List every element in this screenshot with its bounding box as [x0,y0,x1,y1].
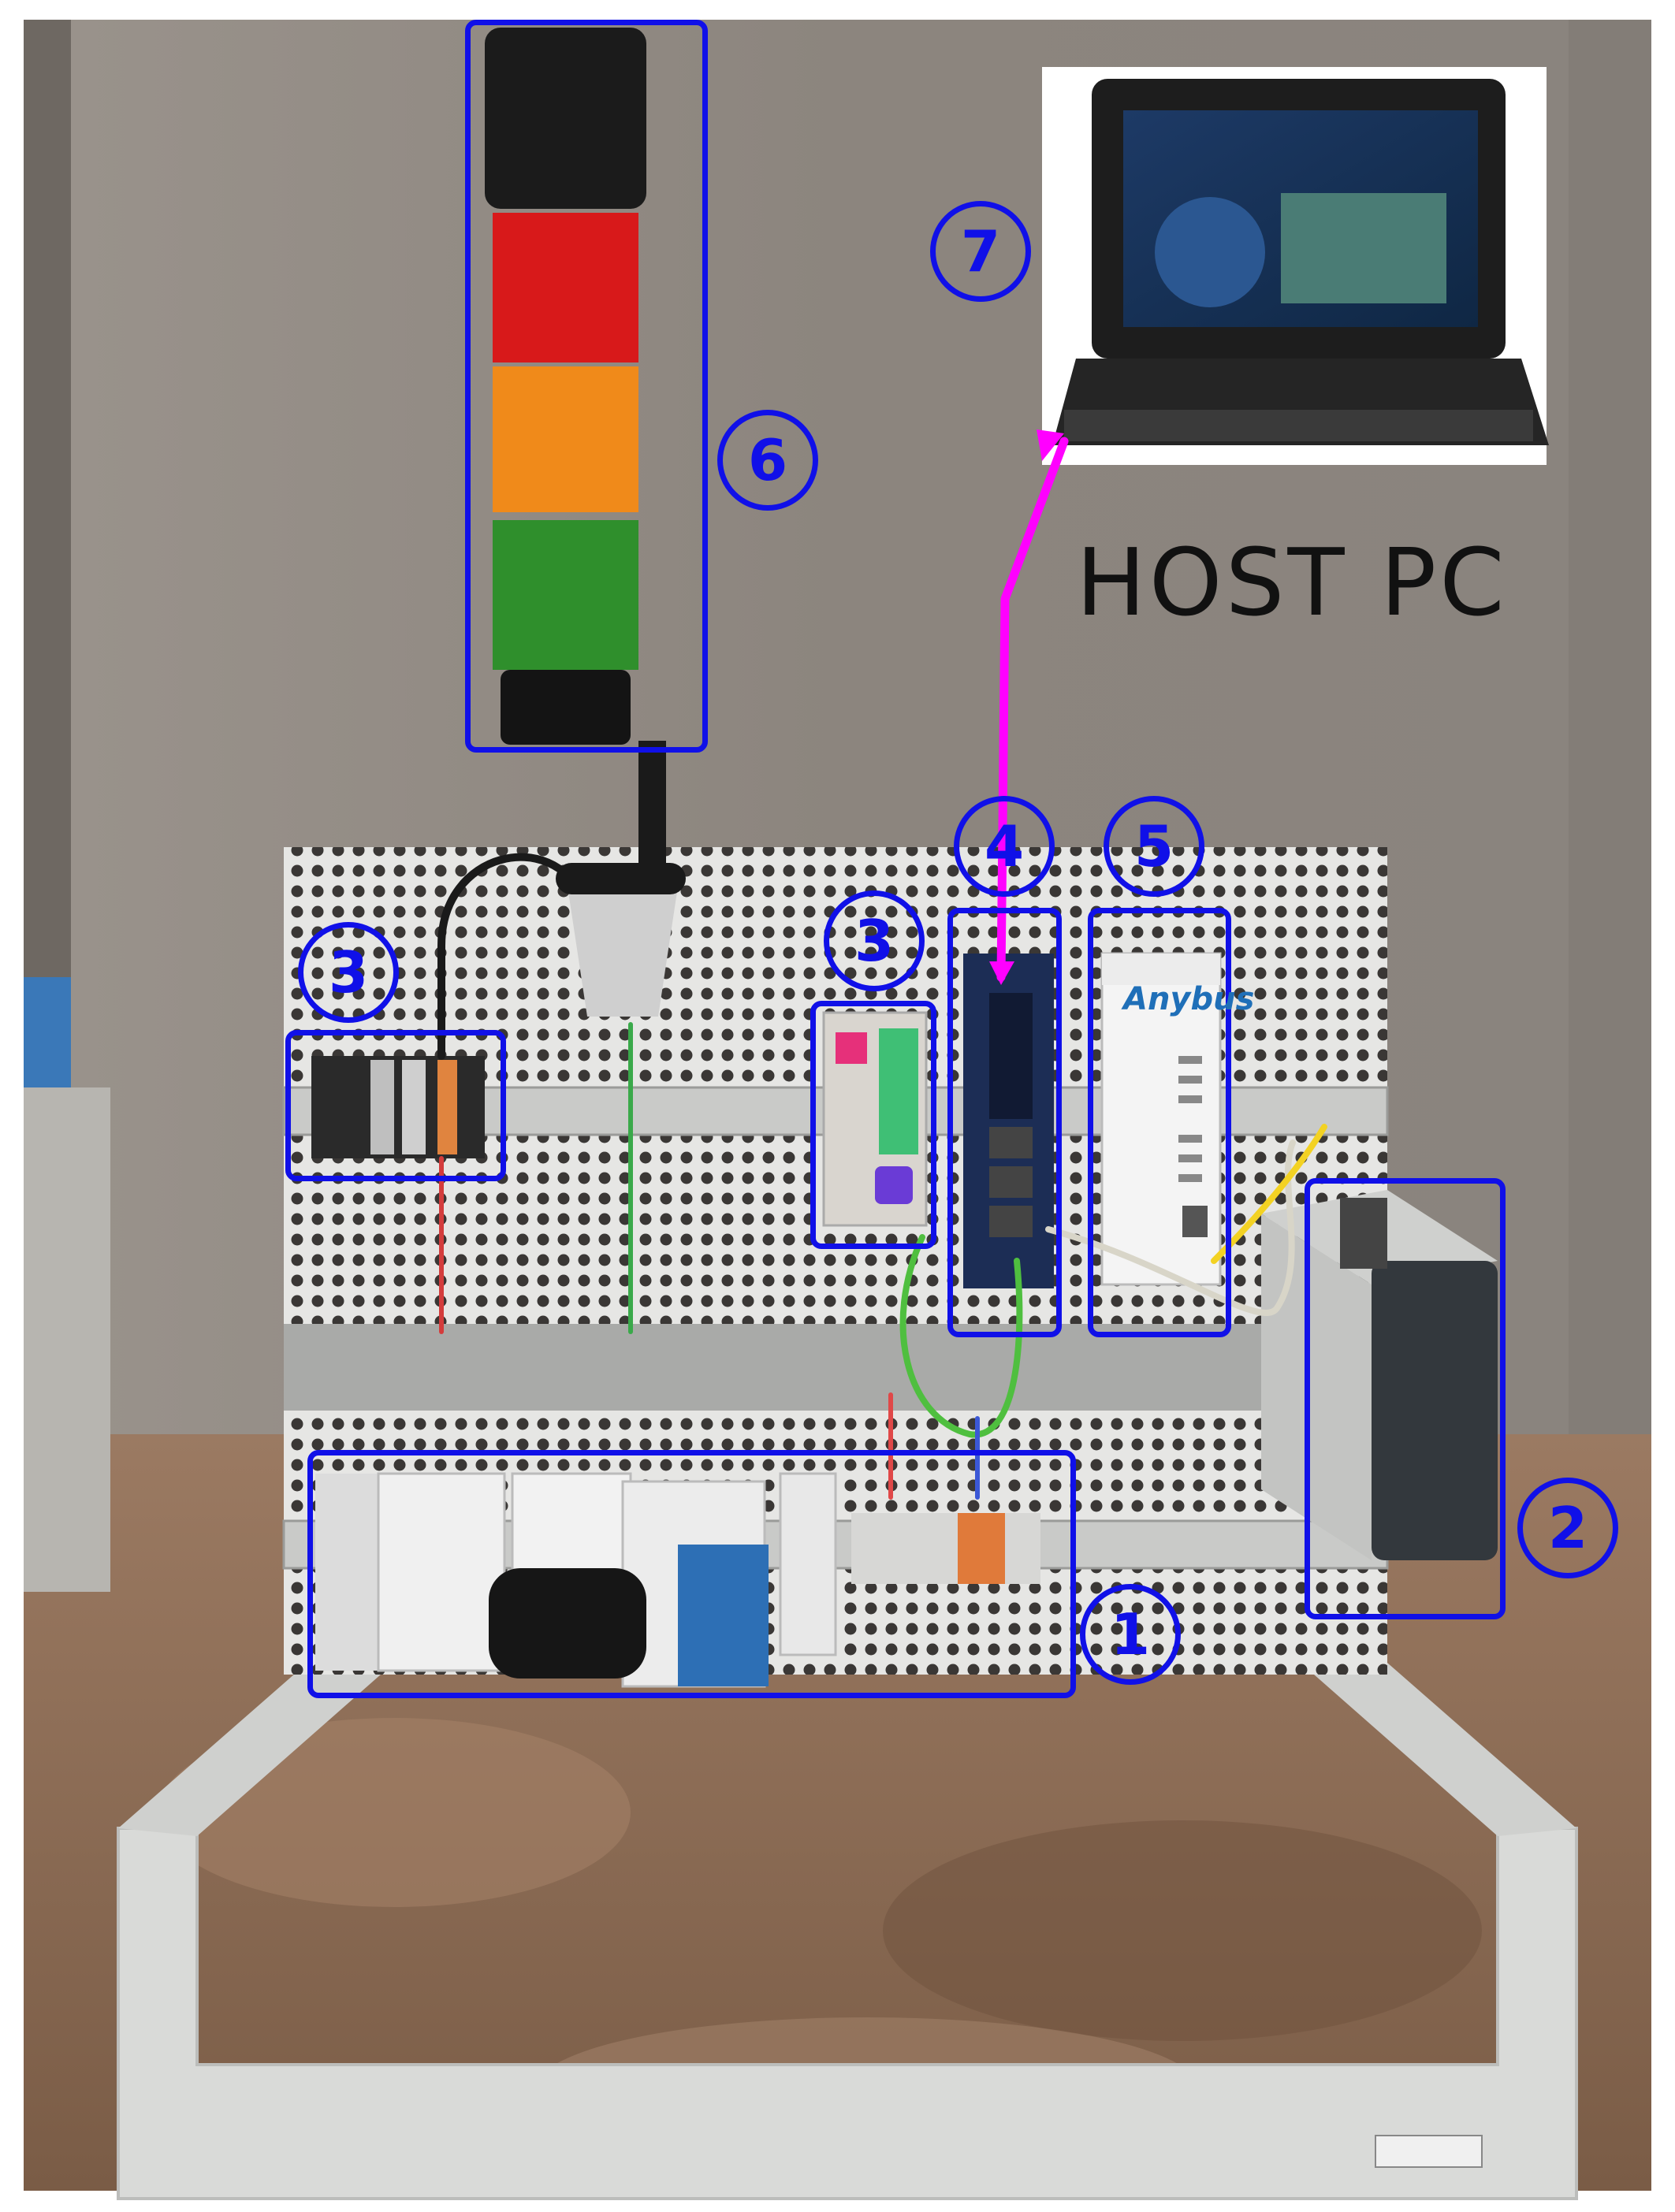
controller-module [822,1011,928,1227]
callout-1: 1 [1080,1584,1181,1685]
callout-2: 2 [1517,1478,1618,1578]
callout-6: 6 [717,410,818,511]
frame-power-supply [307,1450,1076,1698]
callout-7: 7 [930,201,1031,302]
frame-signal-tower [465,20,708,753]
host-link-arrow-top [1037,429,1064,461]
callout-4: 4 [954,796,1055,897]
power-supply-block [315,1472,1040,1688]
frame-terminal-block [285,1030,506,1181]
frame-ethernet-switch [947,908,1062,1337]
callout-3-right: 3 [824,890,925,991]
host-link-arrow-bottom [989,961,1014,985]
callout-3-left: 3 [298,922,399,1023]
host-link-cable [996,437,1069,982]
signal-tower [485,28,686,1017]
industrial-pc [1261,1190,1498,1560]
host-laptop [1042,67,1549,465]
stand-frame [117,1663,1578,2200]
frame-gateway [1088,908,1231,1337]
anybus-brand-text: Anybus [1123,981,1255,1017]
frame-controller [810,1001,936,1249]
callout-5: 5 [1104,796,1204,897]
host-pc-label: HOST PC [1076,528,1508,637]
frame-industrial-pc [1305,1178,1506,1619]
ethernet-switch [963,954,1054,1288]
terminal-block-left [311,1056,485,1158]
anybus-gateway [1100,952,1222,1286]
